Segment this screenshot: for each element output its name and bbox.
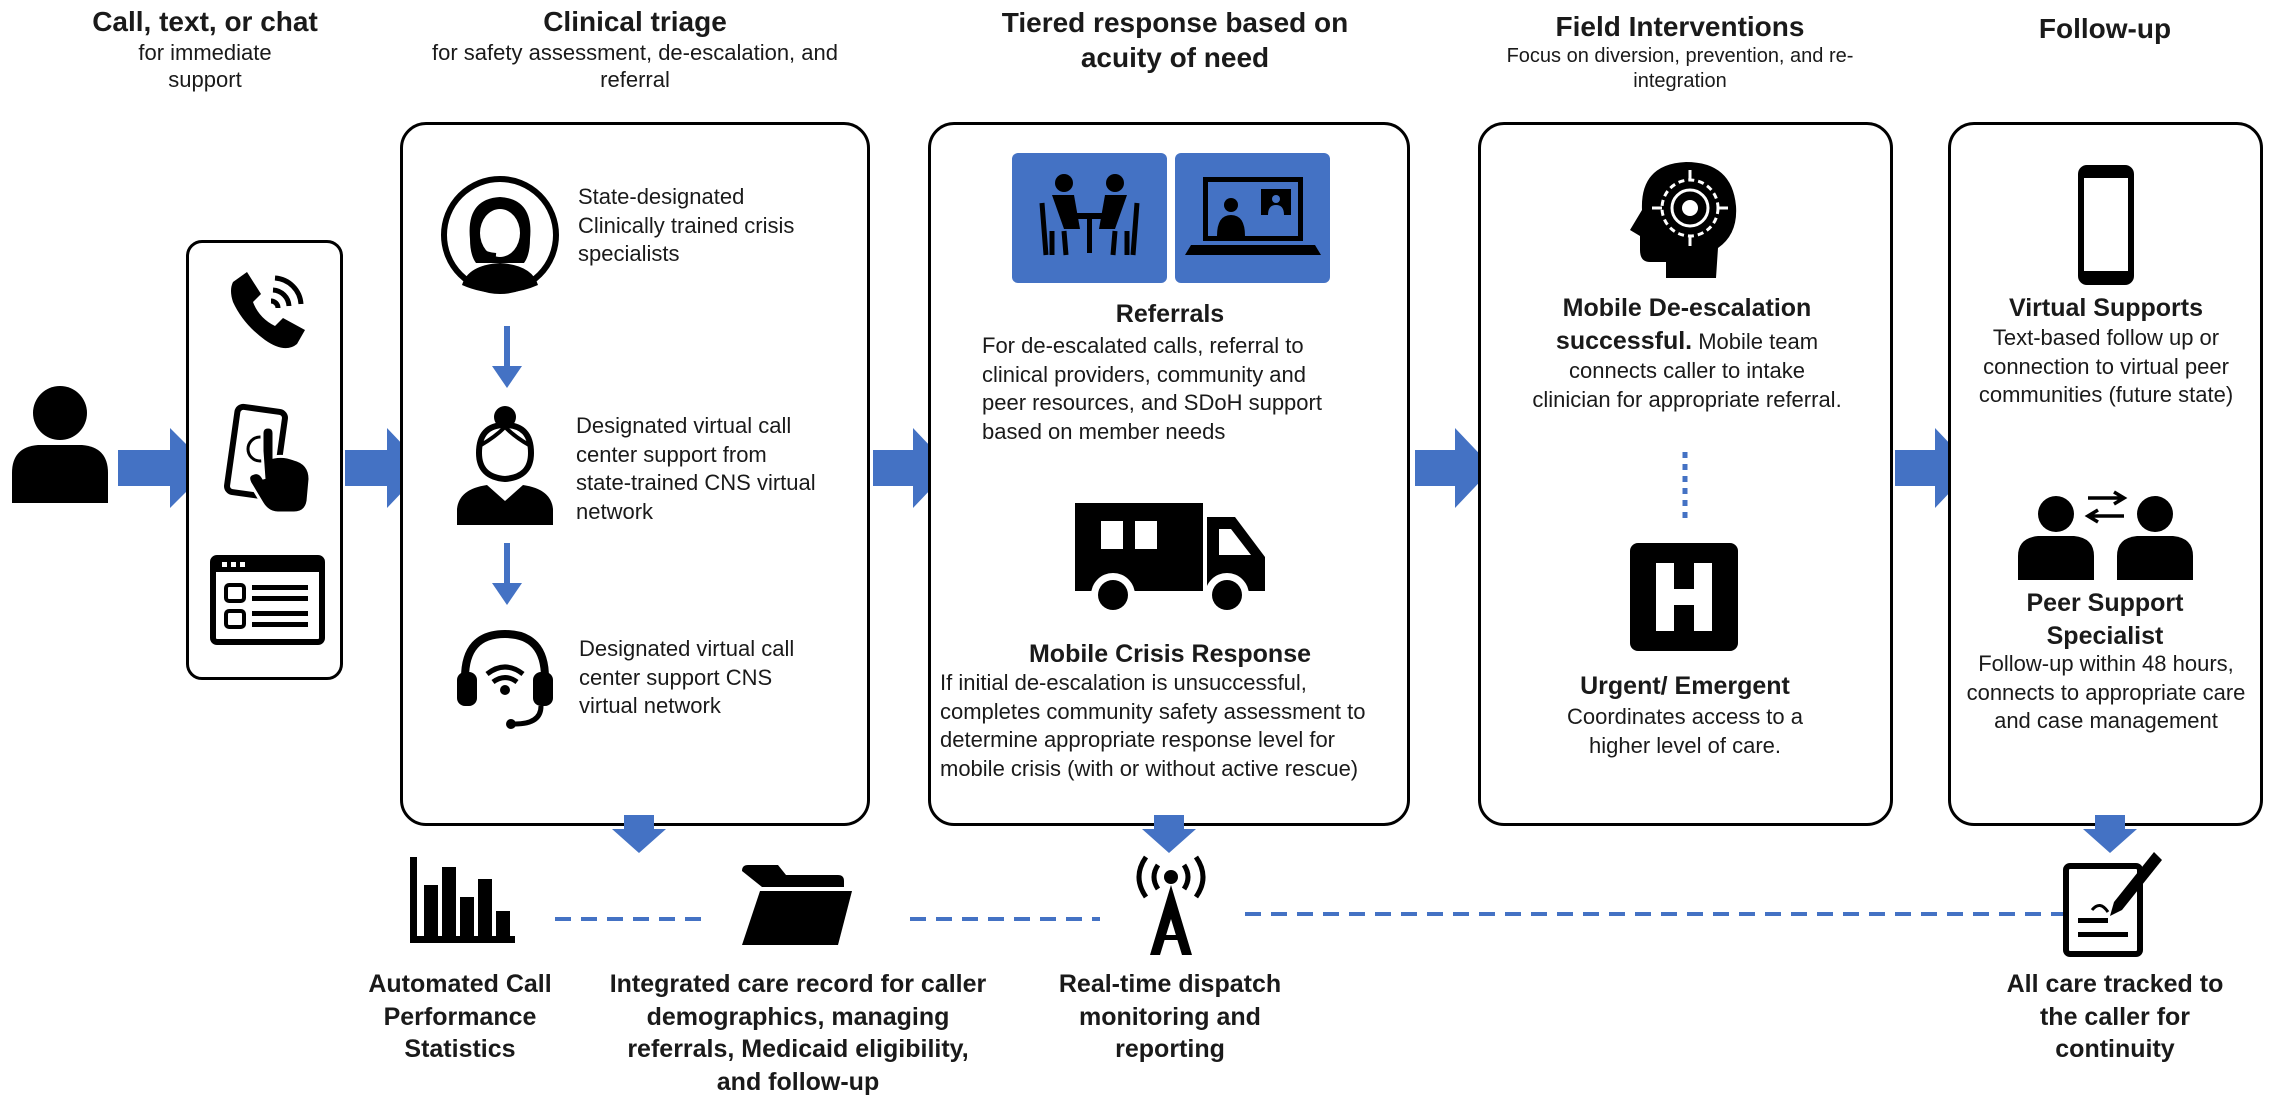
meeting-icon — [1012, 153, 1167, 283]
header-followup: Follow-up — [1970, 12, 2240, 46]
header-tiered-title: Tiered response based on acuity of need — [1001, 7, 1349, 73]
dashed-connector-2 — [910, 917, 1100, 921]
mobile-crisis-title: Mobile Crisis Response — [1028, 640, 1312, 668]
peer-support-title: Peer Support Specialist — [2026, 589, 2184, 650]
brain-icon — [1630, 162, 1737, 278]
record-label: Integrated care record for caller demogr… — [609, 970, 987, 1096]
folder-icon — [742, 865, 852, 945]
video-call-icon — [1175, 153, 1330, 283]
bar-chart-icon — [410, 857, 515, 943]
referrals-text: For de-escalated calls, referral to clin… — [982, 333, 1322, 444]
header-followup-title: Follow-up — [2038, 13, 2172, 44]
dashed-connector-3 — [1245, 912, 2075, 916]
deescalation-text: Mobile team connects caller to intake cl… — [1532, 328, 1842, 412]
dashed-connector-1 — [555, 917, 710, 921]
triage-item-1: State-designated Clinically trained cris… — [578, 184, 795, 267]
urgent-title: Urgent/ Emergent — [1580, 672, 1790, 700]
referrals-title: Referrals — [1115, 300, 1225, 328]
smartphone-icon — [2078, 165, 2134, 285]
dispatch-label: Real-time dispatch monitoring and report… — [1058, 970, 1282, 1063]
stats-label: Automated Call Performance Statistics — [368, 970, 552, 1063]
ambulance-icon — [1075, 503, 1265, 617]
header-triage: Clinical triage for safety assessment, d… — [395, 5, 875, 94]
triage-item-2: Designated virtual call center support f… — [576, 413, 816, 524]
virtual-supports-title: Virtual Supports — [2008, 294, 2203, 322]
headset-woman-icon — [441, 176, 559, 294]
flow-arrow-4 — [1415, 428, 1493, 508]
header-tiered: Tiered response based on acuity of need — [930, 5, 1420, 75]
header-field-subtitle: Focus on diversion, prevention, and re-i… — [1506, 44, 1854, 92]
down-arrow-1 — [492, 326, 522, 388]
down-arrow-2 — [492, 543, 522, 605]
hospital-icon — [1630, 543, 1738, 651]
down-arrow-followup — [2083, 815, 2137, 853]
down-arrow-triage — [612, 815, 666, 853]
chat-window-icon — [210, 555, 325, 645]
peer-support-text: Follow-up within 48 hours, connects to a… — [1966, 651, 2246, 734]
wireless-headset-icon — [457, 629, 553, 729]
header-call-title: Call, text, or chat — [92, 6, 318, 37]
deescalation-block: Mobile De-escalation successful. Mobile … — [1528, 292, 1846, 414]
header-field-title: Field Interventions — [1555, 11, 1805, 42]
virtual-supports-text: Text-based follow up or connection to vi… — [1978, 325, 2234, 408]
dotted-connector-vertical — [1682, 452, 1688, 522]
antenna-icon — [1136, 855, 1206, 955]
tracked-label: All care tracked to the caller for conti… — [2006, 970, 2224, 1063]
triage-item-3: Designated virtual call center support C… — [579, 636, 795, 719]
header-triage-subtitle: for safety assessment, de-escalation, an… — [432, 39, 838, 93]
header-triage-title: Clinical triage — [543, 6, 727, 37]
touch-phone-icon — [224, 403, 312, 515]
mobile-crisis-text: If initial de-escalation is unsuccessful… — [940, 670, 1366, 781]
down-arrow-tiered — [1142, 815, 1196, 853]
header-call-subtitle: for immediate support — [138, 39, 272, 93]
person-icon — [12, 386, 108, 503]
header-field: Field Interventions Focus on diversion, … — [1480, 10, 1880, 94]
urgent-text: Coordinates access to a higher level of … — [1566, 704, 1804, 758]
header-call: Call, text, or chat for immediate suppor… — [60, 5, 350, 94]
peer-exchange-icon — [2018, 490, 2193, 580]
deescalation-title: Mobile De-escalation successful. — [1555, 294, 1812, 355]
notepad-icon — [2063, 852, 2162, 957]
phone-icon — [231, 272, 305, 349]
agent-icon — [457, 406, 553, 525]
